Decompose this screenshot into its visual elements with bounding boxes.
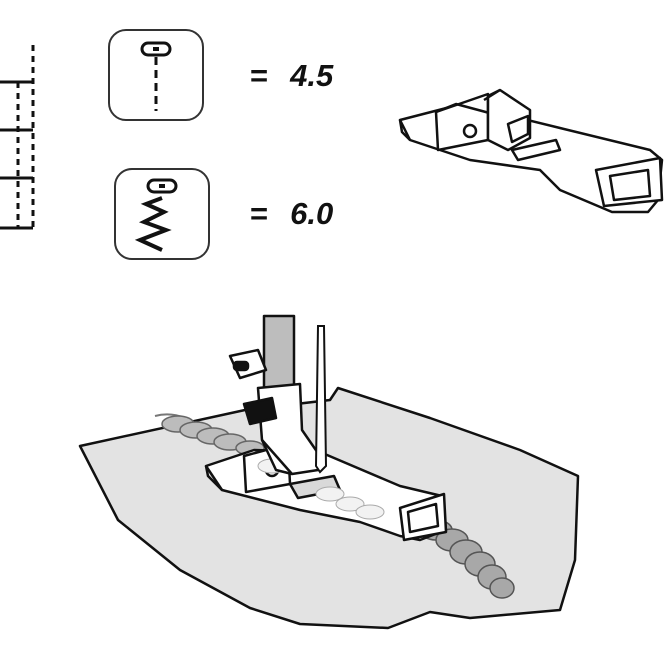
sequin <box>335 496 365 512</box>
sequin <box>315 486 345 502</box>
straight-stitch-value: =4.5 <box>250 58 334 93</box>
presser-bar <box>262 314 296 390</box>
sequin <box>355 504 385 520</box>
zigzag-stitch-icon <box>114 168 210 260</box>
zigzag-stitch-value: =6.0 <box>250 196 334 231</box>
straight-stitch-icon <box>108 29 204 121</box>
needle <box>314 325 328 474</box>
sequin <box>489 577 515 599</box>
